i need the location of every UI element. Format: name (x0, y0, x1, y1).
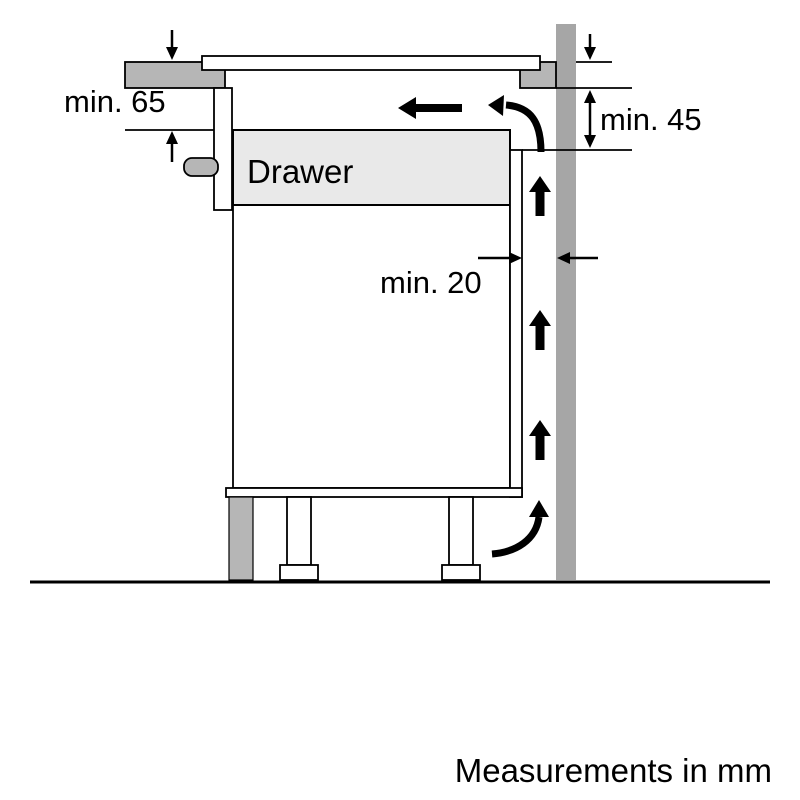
dimension-min-45: min. 45 (522, 34, 702, 151)
arrow-head-right-icon (509, 252, 522, 264)
foot (279, 564, 319, 581)
airflow-bottom-curve (491, 500, 549, 558)
dimension-min-65: min. 65 (64, 30, 214, 162)
hob-panel (201, 55, 541, 71)
leg (448, 496, 474, 566)
arrow-head-down-icon (584, 135, 596, 148)
wall (556, 24, 576, 580)
arrow-head-down-icon (166, 47, 178, 60)
curved-arrow-shaft (505, 101, 545, 153)
dimension-min-20: min. 20 (380, 252, 598, 300)
arrow-head-left-icon (557, 252, 570, 264)
foot (441, 564, 481, 581)
min-20-label: min. 20 (380, 265, 482, 300)
airflow-up-arrow-icon (529, 310, 551, 350)
cabinet-leg-left (279, 496, 319, 581)
drawer-box (232, 129, 511, 206)
airflow-arrows-up (529, 176, 551, 460)
drawer-label: Drawer (247, 153, 353, 190)
airflow-up-arrow-icon (529, 420, 551, 460)
drawer-handle (183, 157, 219, 177)
arrow-head-left-icon (488, 95, 504, 116)
cabinet-side-panel (509, 149, 523, 498)
leg (286, 496, 312, 566)
arrow-head-up-icon (166, 131, 178, 144)
arrow-head-up-icon (529, 500, 549, 517)
cabinet-front-panel (213, 87, 233, 211)
cabinet-plinth (228, 496, 254, 581)
cabinet-bottom-panel (225, 487, 523, 498)
arrow-head-down-icon (584, 47, 596, 60)
cabinet-interior (232, 204, 511, 489)
cabinet-leg-right (441, 496, 481, 581)
measurements-note: Measurements in mm (455, 752, 772, 789)
airflow-left-arrow-icon (398, 97, 462, 119)
arrow-head-up-icon (584, 90, 596, 103)
min-45-label: min. 45 (600, 102, 702, 137)
curved-arrow-shaft (491, 516, 543, 558)
airflow-up-arrow-icon (529, 176, 551, 216)
airflow-top-curve (398, 95, 545, 153)
min-65-label: min. 65 (64, 84, 166, 119)
